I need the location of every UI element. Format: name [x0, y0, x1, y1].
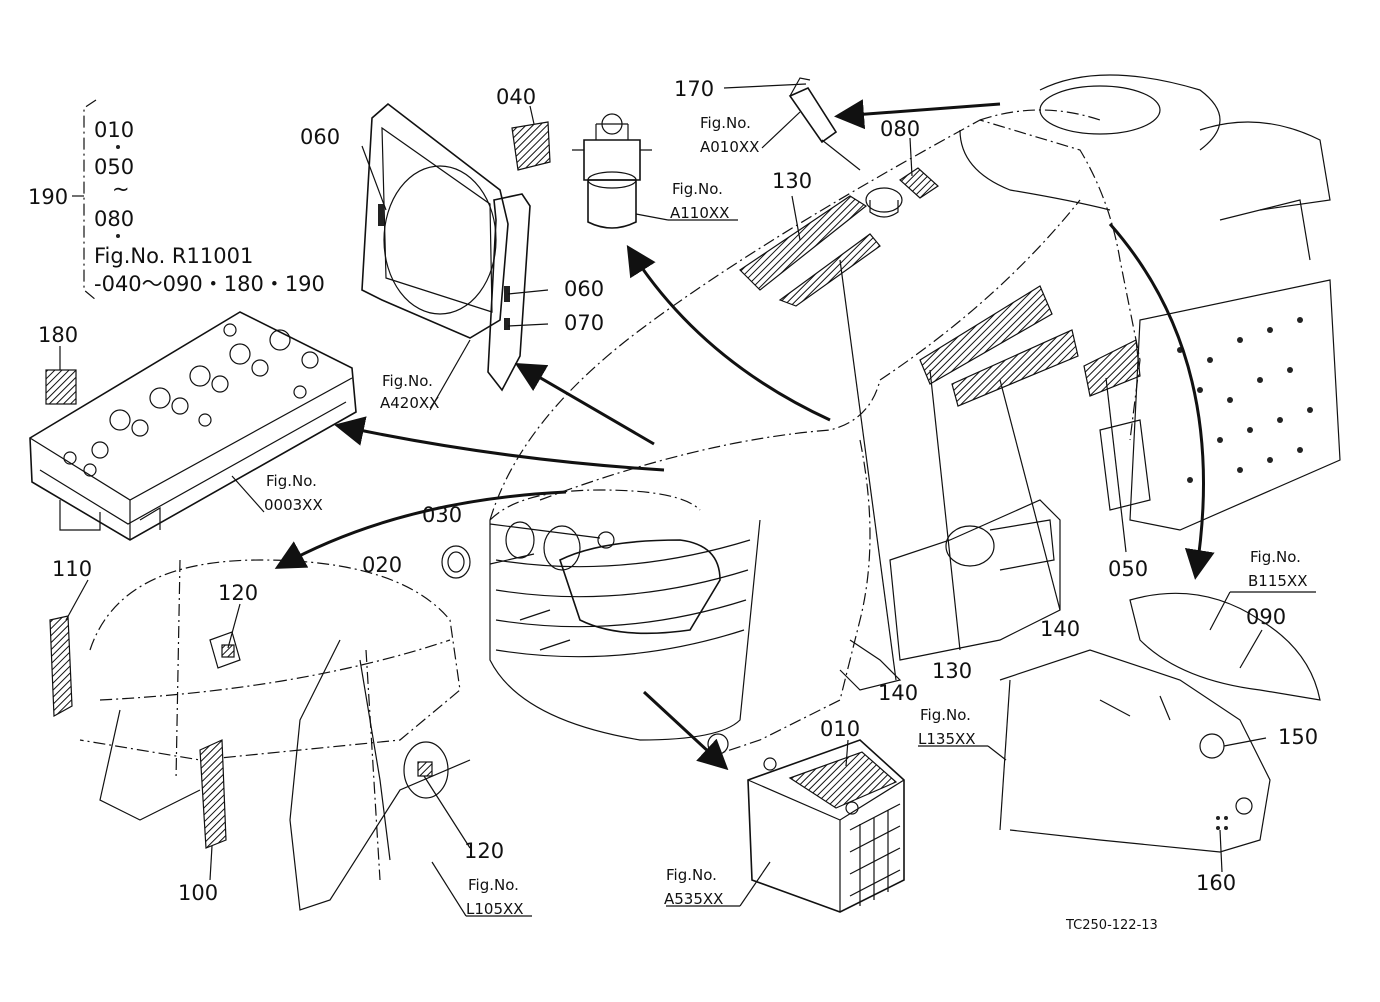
group-bracket — [83, 99, 97, 301]
part-030-illustration — [597, 531, 615, 549]
arrow-to-sensor — [834, 99, 1001, 130]
arrow-to-fuel-filter — [626, 244, 831, 422]
trim-strip-100 — [199, 739, 227, 849]
label-060-top[interactable]: 060 — [300, 125, 340, 149]
diagram-code: TC250-122-13 — [1065, 918, 1158, 933]
stack-line-6: -040～090・180・190 — [94, 272, 325, 296]
figref-b115-title: Fig.No. — [1250, 548, 1301, 566]
label-sticker-130-side — [919, 285, 1053, 385]
stack-line-4: 080 — [94, 207, 134, 231]
figref-a420-code: A420XX — [380, 394, 439, 412]
figref-0003[interactable]: Fig.No. 0003XX — [264, 472, 323, 514]
stack-line-5: Fig.No. R11001 — [94, 244, 253, 268]
label-010-battery[interactable]: 010 — [820, 717, 860, 741]
engine-side-illustration — [839, 499, 1061, 691]
label-100[interactable]: 100 — [178, 881, 218, 905]
label-group-190: 190 010 050 ~ 080 Fig.No. R11001 -040～09… — [28, 99, 325, 301]
figref-a010[interactable]: Fig.No. A010XX — [700, 114, 759, 156]
figref-a535-code: A535XX — [664, 890, 723, 908]
label-030[interactable]: 030 — [422, 503, 462, 527]
sensor-illustration — [788, 77, 861, 171]
label-040[interactable]: 040 — [496, 85, 536, 109]
figref-a010-code: A010XX — [700, 138, 759, 156]
figref-l135-title: Fig.No. — [920, 706, 971, 724]
label-180[interactable]: 180 — [38, 323, 78, 347]
part-020-illustration — [441, 545, 471, 579]
floor-plate-illustration — [1099, 121, 1341, 531]
label-sticker-040 — [511, 121, 551, 171]
label-sticker-080 — [899, 167, 939, 199]
figref-0003-title: Fig.No. — [266, 472, 317, 490]
figref-l135-code: L135XX — [918, 730, 976, 748]
label-sticker-140-hood — [778, 233, 881, 307]
figref-a110[interactable]: Fig.No. A110XX — [670, 180, 729, 222]
front-grille-illustration — [489, 519, 761, 755]
arrow-to-right-fender — [1108, 223, 1215, 580]
label-150[interactable]: 150 — [1278, 725, 1318, 749]
label-050[interactable]: 050 — [1108, 557, 1148, 581]
arrow-to-left-fender — [274, 490, 567, 569]
stack-dot — [116, 234, 120, 238]
label-130-side[interactable]: 130 — [932, 659, 972, 683]
label-110[interactable]: 110 — [52, 557, 92, 581]
label-140-bottom[interactable]: 140 — [878, 681, 918, 705]
figref-a420[interactable]: Fig.No. A420XX — [380, 372, 439, 412]
label-080[interactable]: 080 — [880, 117, 920, 141]
figref-l105-code: L105XX — [466, 900, 524, 918]
figref-a110-title: Fig.No. — [672, 180, 723, 198]
arrow-to-shroud — [514, 362, 655, 446]
label-190[interactable]: 190 — [28, 185, 68, 209]
figref-a110-code: A110XX — [670, 204, 729, 222]
label-sticker-140-side — [951, 329, 1079, 407]
figref-l135[interactable]: Fig.No. L135XX — [918, 706, 976, 748]
label-sticker-130-top — [739, 195, 868, 291]
stack-line-1: 010 — [94, 118, 134, 142]
label-160[interactable]: 160 — [1196, 871, 1236, 895]
figref-b115-code: B115XX — [1248, 572, 1307, 590]
stack-line-2: 050 — [94, 155, 134, 179]
label-140-right[interactable]: 140 — [1040, 617, 1080, 641]
right-fender-illustration — [999, 592, 1321, 853]
figref-l105[interactable]: Fig.No. L105XX — [466, 876, 524, 918]
fuel-filter-illustration — [572, 113, 652, 229]
stack-dot — [116, 145, 120, 149]
cylinder-head-illustration — [29, 311, 357, 541]
battery-illustration — [747, 739, 905, 913]
stack-line-3: ~ — [112, 177, 130, 201]
label-120-bottom[interactable]: 120 — [464, 839, 504, 863]
label-170[interactable]: 170 — [674, 77, 714, 101]
label-070[interactable]: 070 — [564, 311, 604, 335]
label-090[interactable]: 090 — [1246, 605, 1286, 629]
figref-a010-title: Fig.No. — [700, 114, 751, 132]
figref-b115[interactable]: Fig.No. B115XX — [1248, 548, 1307, 590]
label-020[interactable]: 020 — [362, 553, 402, 577]
label-060-side[interactable]: 060 — [564, 277, 604, 301]
label-120-left[interactable]: 120 — [218, 581, 258, 605]
label-sticker-050 — [1083, 339, 1141, 397]
radiator-shroud-illustration — [361, 102, 531, 392]
left-fender-illustration — [79, 559, 471, 911]
figref-l105-title: Fig.No. — [468, 876, 519, 894]
arrow-to-cylinder-head — [334, 416, 665, 472]
leader-040 — [529, 105, 535, 125]
figref-a420-title: Fig.No. — [382, 372, 433, 390]
trim-strip-110 — [49, 615, 73, 717]
part-020-inner — [447, 551, 465, 573]
hood-body-illustration — [489, 74, 1221, 761]
leader-lines — [65, 83, 1316, 917]
label-130-top[interactable]: 130 — [772, 169, 812, 193]
arrow-to-battery — [642, 690, 729, 771]
figref-a535-title: Fig.No. — [666, 866, 717, 884]
figref-a535[interactable]: Fig.No. A535XX — [664, 866, 723, 908]
figref-0003-code: 0003XX — [264, 496, 323, 514]
label-sticker-180 — [45, 369, 77, 405]
